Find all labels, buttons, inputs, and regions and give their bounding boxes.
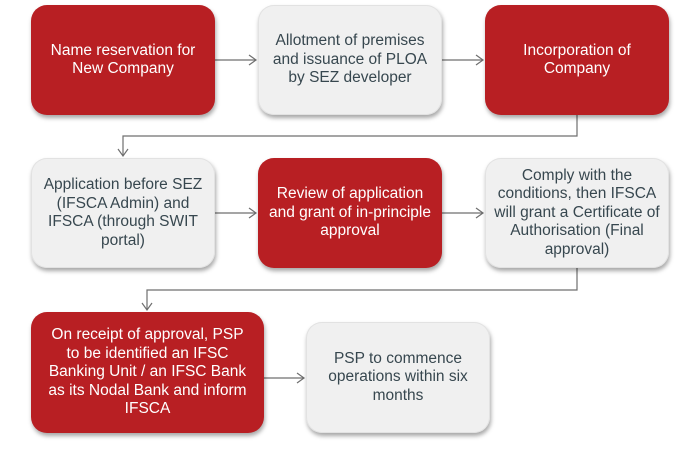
step-commence-operations: PSP to commence operations within six mo… xyxy=(306,322,490,433)
step-name-reservation: Name reservation for New Company xyxy=(31,5,215,115)
step-final-approval: Comply with the conditions, then IFSCA w… xyxy=(485,158,669,268)
step-nodal-bank: On receipt of approval, PSP to be identi… xyxy=(31,312,264,433)
arrow-s6-s7 xyxy=(141,268,578,312)
step-label: On receipt of approval, PSP to be identi… xyxy=(48,326,247,418)
step-label: Name reservation for New Company xyxy=(50,41,196,78)
step-application: Application before SEZ (IFSCA Admin) and… xyxy=(31,158,215,268)
step-incorporation: Incorporation of Company xyxy=(485,5,669,115)
step-label: Allotment of premises and issuance of PL… xyxy=(272,32,428,87)
arrow-s2-s3 xyxy=(442,54,485,66)
arrow-s5-s6 xyxy=(442,207,485,219)
arrow-s1-s2 xyxy=(215,54,258,66)
step-label: Application before SEZ (IFSCA Admin) and… xyxy=(43,176,203,249)
step-label: Review of application and grant of in-pr… xyxy=(269,185,431,240)
step-label: Comply with the conditions, then IFSCA w… xyxy=(494,166,660,258)
step-in-principle-approval: Review of application and grant of in-pr… xyxy=(258,158,442,268)
arrow-s4-s5 xyxy=(215,207,258,219)
arrow-s7-s8 xyxy=(264,372,306,384)
arrow-s3-s4 xyxy=(117,115,578,158)
step-label: PSP to commence operations within six mo… xyxy=(328,349,468,404)
step-allotment-ploa: Allotment of premises and issuance of PL… xyxy=(258,5,442,115)
step-label: Incorporation of Company xyxy=(523,41,631,78)
